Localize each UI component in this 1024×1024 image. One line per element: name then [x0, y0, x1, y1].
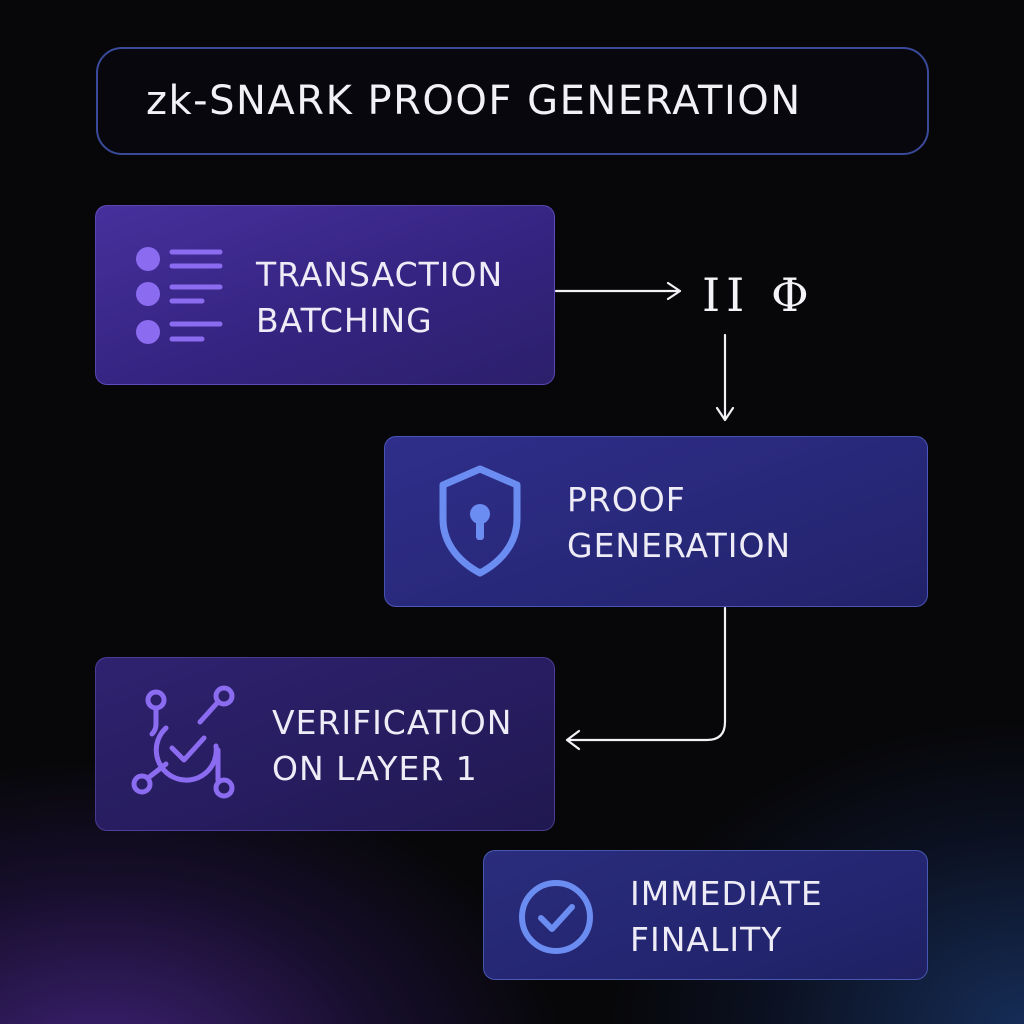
title-box: zk-SNARK PROOF GENERATION	[96, 47, 929, 155]
arrow-symbols-to-proof	[715, 333, 735, 422]
step-label-finality: IMMEDIATE FINALITY	[630, 874, 823, 959]
arrow-batching-to-symbols	[554, 281, 682, 301]
network-check-icon	[131, 685, 235, 799]
step-proof-generation: PROOF GENERATION	[384, 436, 928, 607]
shield-lock-icon	[439, 465, 521, 577]
greek-symbols: ΙΙ Φ	[702, 268, 815, 322]
step-immediate-finality: IMMEDIATE FINALITY	[483, 850, 928, 980]
step-verification-layer-1: VERIFICATION ON LAYER 1	[95, 657, 555, 831]
list-icon	[136, 247, 223, 344]
step-label-batching: TRANSACTION BATCHING	[256, 255, 504, 340]
arrow-proof-to-verify	[565, 606, 727, 751]
check-circle-icon	[519, 880, 593, 954]
step-transaction-batching: TRANSACTION BATCHING	[95, 205, 555, 385]
diagram-title: zk-SNARK PROOF GENERATION	[146, 78, 802, 124]
step-label-proof: PROOF GENERATION	[567, 480, 792, 565]
step-label-verify: VERIFICATION ON LAYER 1	[272, 703, 513, 788]
